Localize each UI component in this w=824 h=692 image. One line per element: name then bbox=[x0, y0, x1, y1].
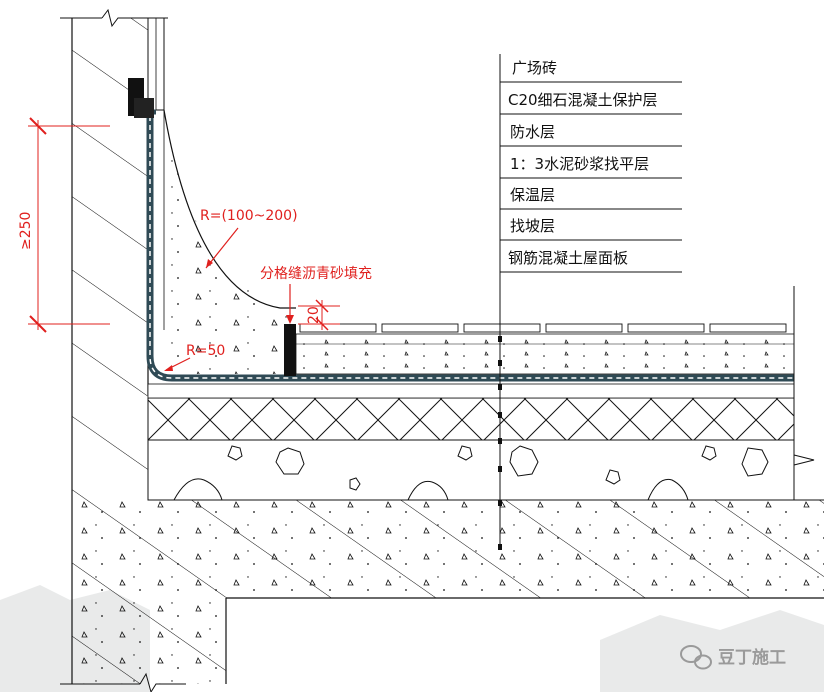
legend-item-slope: 找坡层 bbox=[510, 217, 555, 235]
joint-fill-label: 分格缝沥青砂填充 bbox=[260, 266, 372, 282]
insulation-layer bbox=[147, 397, 795, 441]
section-lines bbox=[498, 54, 795, 550]
dimension-height-label: ≥250 bbox=[18, 212, 34, 250]
legend-item-waterproof: 防水层 bbox=[510, 123, 555, 141]
watermark-text: 豆丁施工 bbox=[718, 647, 786, 668]
dimension-height: ≥250 bbox=[18, 117, 110, 333]
leveling-layer bbox=[147, 383, 795, 399]
wechat-icon bbox=[680, 645, 712, 670]
legend-item-slab: 钢筋混凝土屋面板 bbox=[508, 249, 628, 267]
radius-small-label: R=50 bbox=[186, 343, 225, 359]
roof-slab bbox=[72, 499, 824, 684]
layer-legend: 广场砖 C20细石混凝土保护层 防水层 1：3水泥砂浆找平层 保温层 找坡层 钢… bbox=[500, 59, 682, 273]
sealant-block bbox=[128, 78, 154, 118]
slope-layer bbox=[147, 439, 815, 501]
watermark: 豆丁施工 bbox=[680, 645, 786, 670]
legend-item-leveling: 1：3水泥砂浆找平层 bbox=[510, 155, 649, 173]
radius-large-label: R=(100~200) bbox=[200, 208, 298, 224]
legend-item-protection: C20细石混凝土保护层 bbox=[508, 91, 658, 109]
legend-item-insulation: 保温层 bbox=[510, 186, 555, 204]
joint-fill-annotation: 分格缝沥青砂填充 bbox=[260, 266, 372, 324]
protection-layer bbox=[295, 333, 795, 375]
radius-annotations: R=(100~200) R=50 bbox=[164, 208, 298, 371]
cove-fill bbox=[163, 109, 296, 374]
dimension-joint: 20 bbox=[298, 299, 340, 331]
paving-tiles bbox=[299, 323, 787, 333]
expansion-joint bbox=[284, 324, 296, 376]
dimension-joint-label: 20 bbox=[306, 306, 322, 324]
legend-item-paving: 广场砖 bbox=[512, 59, 557, 77]
